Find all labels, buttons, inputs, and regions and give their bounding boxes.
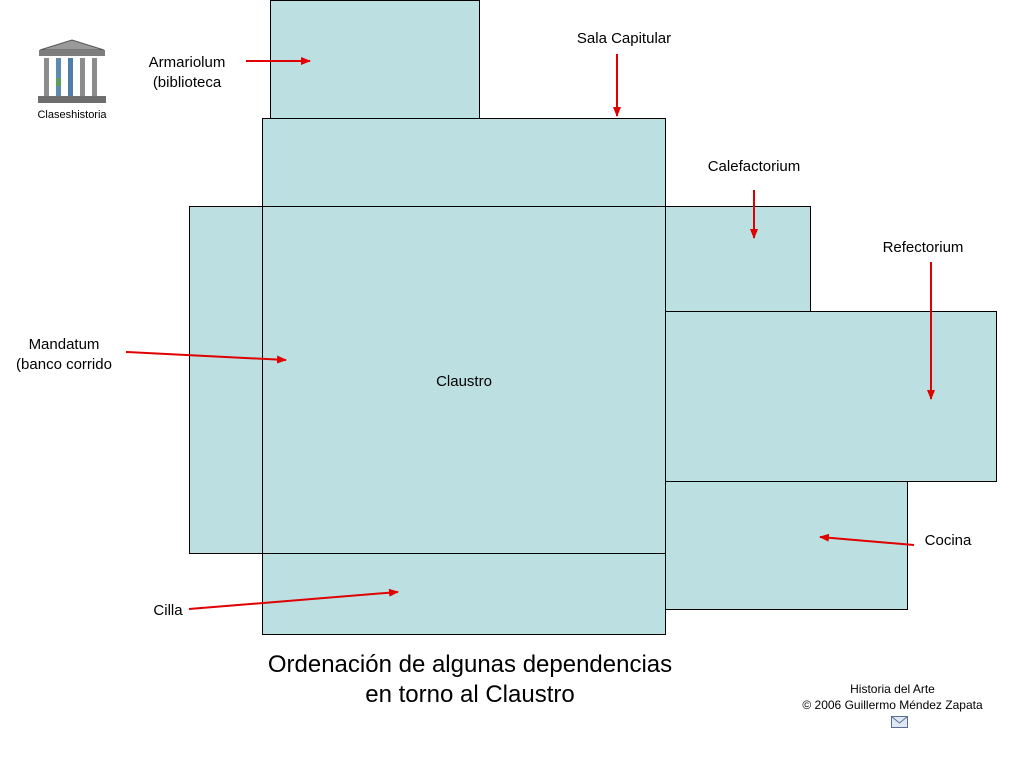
label-refectorium: Refectorium (882, 239, 964, 256)
label-mandatum-line1: Mandatum (28, 336, 100, 353)
label-sala-capitular: Sala Capitular (576, 30, 672, 47)
label-armariolum-line2: (biblioteca (152, 74, 222, 91)
room-mandatum (189, 206, 263, 554)
label-mandatum-line2: (banco corrido (16, 356, 112, 373)
claustro-label: Claustro (436, 373, 492, 390)
label-armariolum-line1: Armariolum (148, 54, 226, 71)
arrow-cilla (188, 588, 399, 610)
credit-line2: © 2006 Guillermo Méndez Zapata (802, 698, 983, 712)
label-calefactorium: Calefactorium (707, 158, 801, 175)
arrow-mandatum (125, 351, 287, 364)
room-calefactorium (665, 206, 811, 313)
logo-caption: Claseshistoria (37, 109, 107, 121)
room-cocina (665, 481, 908, 610)
arrow-cocina (819, 533, 915, 546)
title-line2: en torno al Claustro (365, 681, 575, 708)
room-refectorium (665, 311, 997, 482)
credit-block: Historia del Arte © 2006 Guillermo Ménde… (780, 681, 1005, 713)
envelope-icon[interactable] (891, 716, 908, 728)
credit-line1: Historia del Arte (850, 682, 935, 696)
label-cilla: Cilla (153, 602, 183, 619)
room-cilla (262, 553, 666, 635)
title-line1: Ordenación de algunas dependencias (267, 651, 673, 678)
diagram-title: Ordenación de algunas dependencias en to… (230, 650, 710, 710)
label-cocina: Cocina (924, 532, 972, 549)
greek-temple-icon (38, 39, 106, 103)
room-sala-capitular (262, 118, 666, 207)
